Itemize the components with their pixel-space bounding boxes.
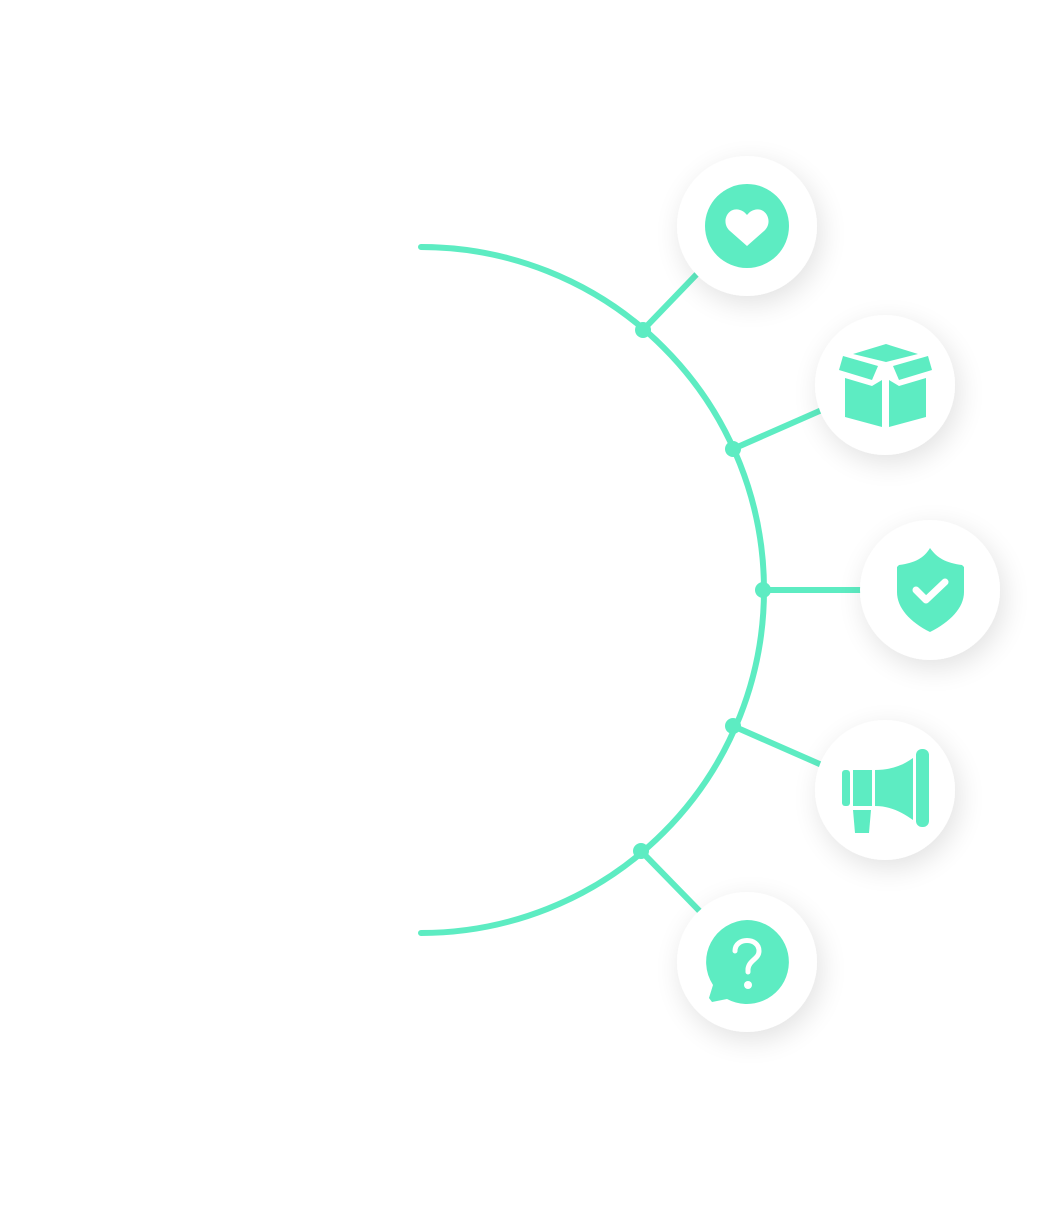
- megaphone-icon: [842, 749, 929, 833]
- junction-dot: [725, 718, 741, 734]
- node-question[interactable]: [677, 892, 817, 1032]
- open-box-icon: [839, 344, 932, 427]
- node-megaphone[interactable]: [815, 720, 955, 860]
- shield-check-icon: [897, 548, 964, 632]
- node-shield[interactable]: [860, 520, 1000, 660]
- junction-dot: [633, 843, 649, 859]
- heart-icon: [705, 184, 789, 268]
- junction-dot: [755, 582, 771, 598]
- arc: [418, 244, 767, 936]
- question-chat-icon: [706, 920, 789, 1004]
- junction-dot: [635, 322, 651, 338]
- junction-dot: [725, 441, 741, 457]
- node-heart[interactable]: [677, 156, 817, 296]
- node-box[interactable]: [815, 315, 955, 455]
